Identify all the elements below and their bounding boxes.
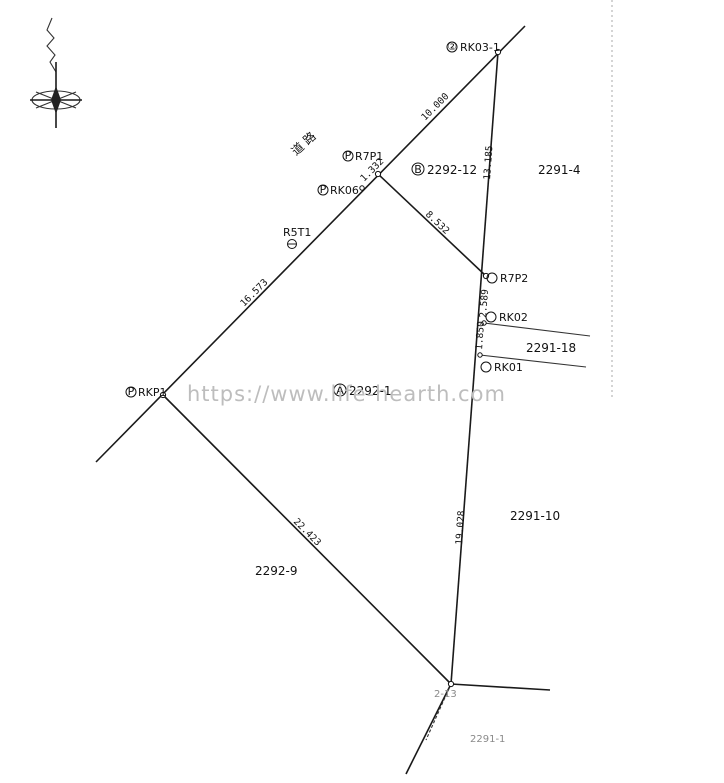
parcel-b-label: B 2292-12	[411, 162, 477, 177]
measure-22-423: 22.423	[291, 516, 323, 548]
bottom-south-line	[405, 683, 452, 775]
measure-1-850: 1.850	[474, 321, 487, 351]
point-rk03-1-mark: ②	[447, 40, 457, 53]
survey-points	[159, 48, 502, 688]
road-label: 道 路	[288, 128, 319, 158]
point-rk06-label: P RK06	[317, 183, 359, 197]
point-rk01-label: RK01	[480, 361, 523, 374]
point-rk06-marker	[359, 185, 365, 191]
point-bottom-name: 2-13	[434, 689, 457, 700]
road-boundary-line	[95, 25, 526, 463]
south-west-boundary-line	[162, 394, 452, 685]
point-rk03-1-name: RK03-1	[460, 41, 500, 54]
parcel-b-mark: B	[414, 163, 422, 176]
point-rkp1-marker	[159, 391, 167, 399]
parcel-2291-18-bottom-line	[479, 354, 587, 368]
point-rk02-name: RK02	[499, 311, 528, 324]
parcel-a-number: 2292-1	[349, 384, 392, 398]
point-r7p2-name: R7P2	[500, 272, 528, 285]
point-rk01-name: RK01	[494, 361, 523, 374]
parcel-2291-10-label: 2291-10	[510, 509, 560, 523]
parcel-boundaries	[95, 25, 591, 775]
bottom-dashed-line	[425, 683, 452, 741]
parcel-2292-9-label: 2292-9	[255, 564, 298, 578]
north-arrow-icon	[30, 17, 82, 128]
measure-19-028: 19.028	[454, 510, 467, 545]
parcel-a-mark: A	[336, 384, 344, 397]
parcel-b-number: 2292-12	[427, 163, 477, 177]
east-boundary-line	[450, 51, 499, 685]
bottom-east-line	[450, 683, 551, 691]
measure-10-000: 10.000	[419, 91, 451, 123]
point-rkp1-label: P RKP1	[125, 385, 167, 399]
point-rkp1-mark: P	[128, 385, 135, 398]
point-r7p1-mark: P	[345, 149, 352, 162]
parcel-2291-4-label: 2291-4	[538, 163, 581, 177]
parcel-a-label: A 2292-1	[333, 383, 392, 398]
parcel-2291-18-top-line	[483, 322, 591, 337]
point-rkp1-name: RKP1	[138, 386, 167, 399]
point-rk06-name: RK06	[330, 184, 359, 197]
parcel-b-south-line	[377, 173, 487, 277]
point-rk02-label: RK02	[485, 311, 528, 324]
measure-2-589: 2.589	[478, 289, 491, 319]
point-rk06-mark: P	[320, 183, 327, 196]
point-rk03-1-marker	[494, 48, 502, 56]
watermark: https://www.life-hearth.com	[187, 382, 506, 406]
point-rk03-1-label: ② RK03-1	[446, 40, 500, 54]
point-r7p1-label: P R7P1	[342, 149, 383, 163]
benchmark-icon	[287, 239, 297, 249]
point-rk01-marker	[477, 352, 483, 358]
point-rk02-marker	[481, 320, 487, 326]
point-r7p1-name: R7P1	[355, 150, 383, 163]
parcel-bottom-label: 2291-1	[470, 734, 505, 745]
measure-8-532: 8.532	[423, 209, 451, 237]
point-bottom-marker	[447, 680, 455, 688]
point-r5t1-label: R5T1	[283, 226, 311, 249]
measure-13-185: 13.185	[482, 145, 495, 180]
point-r5t1-name: R5T1	[283, 226, 311, 239]
point-r7p1-marker	[374, 170, 382, 178]
parcel-2291-18-label: 2291-18	[526, 341, 576, 355]
point-r7p2-label: R7P2	[486, 272, 528, 285]
measure-16-573: 16.573	[238, 277, 270, 309]
